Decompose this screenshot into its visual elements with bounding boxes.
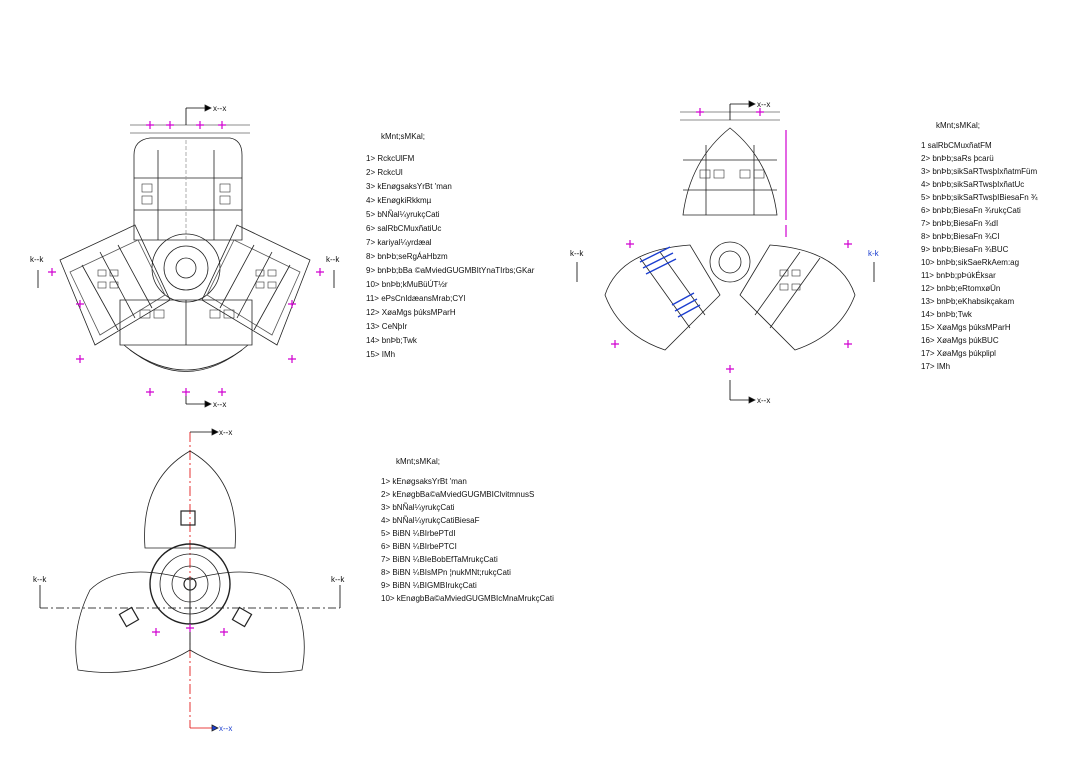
plan-b-section-right-label: k-k bbox=[868, 249, 880, 258]
legend-plan-c: kMnt;sMKal; 1> kEnøgsaksYrBt 'man 2> kEn… bbox=[381, 458, 554, 608]
legend-item: 17> IMh bbox=[921, 362, 951, 371]
legend-item: 10> kEnøgbBa©aMviedGUGMBIcMnaMrukçCati bbox=[381, 594, 554, 603]
legend-item: 6> salRbCMuxñatiUc bbox=[366, 224, 442, 233]
legend-item: 9> bnÞb;bBa ©aMviedGUGMBItYnaTIrbs;GKar bbox=[366, 266, 535, 275]
legend-item: 17> XøaMgs þúkplipl bbox=[921, 349, 996, 358]
legend-item: 7> kariyal¼yrdæal bbox=[366, 238, 432, 247]
legend-item: 2> kEnøgbBa©aMviedGUGMBIClvitmnusS bbox=[381, 490, 535, 499]
legend-item: 9> bnÞb;BiesaFn ¾BUC bbox=[921, 245, 1009, 254]
legend-item: 1 salRbCMuxñatFM bbox=[921, 141, 992, 150]
legend-item: 6> bnÞb;BiesaFn ¾rukçCati bbox=[921, 206, 1021, 215]
plan-b-section-top-label: x--x bbox=[757, 100, 770, 109]
legend-item: 9> BiBN ¼BIGMBIrukçCati bbox=[381, 581, 477, 590]
plan-c bbox=[39, 428, 341, 732]
legend-item: 12> bnÞb;eRtomxøÜn bbox=[921, 284, 1001, 293]
legend-plan-b: kMnt;sMKal; 1 salRbCMuxñatFM 2> bnÞb;saR… bbox=[921, 122, 1038, 376]
legend-item: 13> bnÞb;eKhabsikçakam bbox=[921, 297, 1015, 306]
legend-title: kMnt;sMKal; bbox=[396, 457, 441, 466]
plan-a-section-left-label: k--k bbox=[30, 255, 44, 264]
legend-item: 5> bnÞb;sikSaRTwsþIBiesaFn ¾ bbox=[921, 193, 1038, 202]
legend-item: 11> ePsCnIdæansMrab;CYl bbox=[366, 294, 466, 303]
legend-item: 3> bNÑal¼yrukçCati bbox=[381, 503, 455, 512]
legend-item: 4> bnÞb;sikSaRTwsþIxñatUc bbox=[921, 180, 1025, 189]
legend-item: 1> kEnøgsaksYrBt 'man bbox=[381, 477, 467, 486]
legend-item: 14> bnÞb;Twk bbox=[366, 336, 417, 345]
legend-item: 12> XøaMgs þúksMParH bbox=[366, 308, 456, 317]
plan-c-section-bottom-label: x--x bbox=[219, 724, 232, 733]
legend-item: 1> RckcUlFM bbox=[366, 154, 415, 163]
legend-title: kMnt;sMKal; bbox=[936, 121, 981, 130]
plan-c-section-left-label: k--k bbox=[33, 575, 47, 584]
plan-a-section-top-label: x--x bbox=[213, 104, 226, 113]
plan-c-section-right-label: k--k bbox=[331, 575, 345, 584]
legend-item: 5> BiBN ¼BIrbePTdI bbox=[381, 529, 456, 538]
legend-plan-a: kMnt;sMKal; 1> RckcUlFM 2> RckcUl 3> kEn… bbox=[366, 133, 534, 365]
plan-b bbox=[576, 100, 875, 404]
legend-item: 15> XøaMgs þúksMParH bbox=[921, 323, 1011, 332]
plan-c-section-top-label: x--x bbox=[219, 428, 232, 437]
legend-item: 3> bnÞb;sikSaRTwsþIxñatmFüm bbox=[921, 167, 1038, 176]
legend-item: 11> bnÞb;pÞúkÉksar bbox=[921, 271, 996, 280]
legend-item: 4> bNÑal¼yrukçCatiBiesaF bbox=[381, 516, 480, 525]
legend-item: 14> bnÞb;Twk bbox=[921, 310, 972, 319]
legend-item: 10> bnÞb;kMuBüÚT½r bbox=[366, 280, 448, 289]
legend-item: 2> bnÞb;saRs þcarü bbox=[921, 154, 994, 163]
legend-item: 5> bNÑal¼yrukçCati bbox=[366, 210, 440, 219]
plan-a-section-right-label: k--k bbox=[326, 255, 340, 264]
legend-item: 4> kEnøgkiRkkmµ bbox=[366, 196, 432, 205]
legend-item: 13> CeNþIr bbox=[366, 322, 408, 331]
legend-item: 8> BiBN ¼BIsMPn ¦nukMNt;rukçCati bbox=[381, 568, 511, 577]
plan-a bbox=[37, 104, 335, 408]
legend-item: 16> XøaMgs þúkBUC bbox=[921, 336, 999, 345]
plan-a-section-bottom-label: x--x bbox=[213, 400, 226, 409]
plan-b-section-left-label: k--k bbox=[570, 249, 584, 258]
legend-item: 8> bnÞb;BiesaFn ¾CI bbox=[921, 232, 1000, 241]
plan-b-section-bottom-label: x--x bbox=[757, 396, 770, 405]
legend-item: 6> BiBN ¼BIrbePTCI bbox=[381, 542, 457, 551]
legend-title: kMnt;sMKal; bbox=[381, 132, 426, 141]
legend-item: 7> bnÞb;BiesaFn ¾dI bbox=[921, 219, 999, 228]
legend-item: 3> kEnøgsaksYrBt 'man bbox=[366, 182, 452, 191]
legend-item: 15> IMh bbox=[366, 350, 396, 359]
legend-item: 8> bnÞb;seRgÁaHbzm bbox=[366, 252, 448, 261]
legend-item: 2> RckcUl bbox=[366, 168, 403, 177]
legend-item: 7> BiBN ¼BIeBobEfTaMrukçCati bbox=[381, 555, 498, 564]
legend-item: 10> bnÞb;sikSaeRkAem:ag bbox=[921, 258, 1020, 267]
